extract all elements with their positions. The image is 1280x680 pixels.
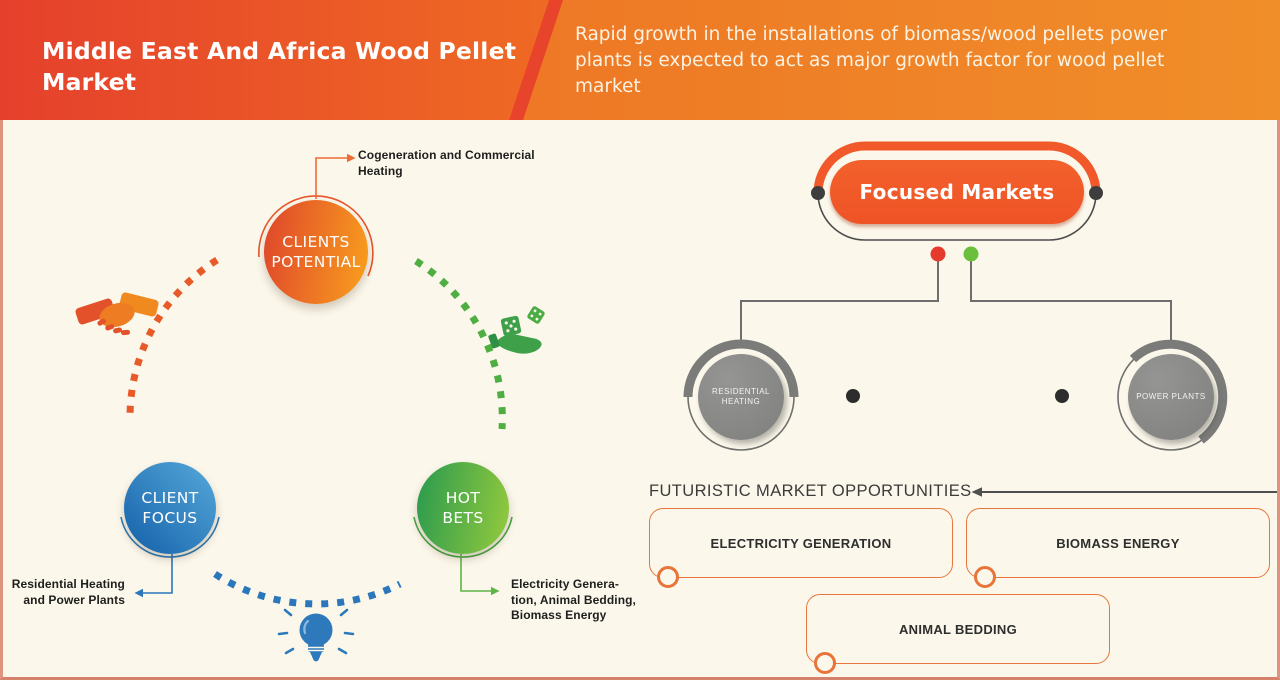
callout-clients-potential: Cogeneration and Commercial Heating bbox=[358, 148, 535, 178]
header-banner: Middle East And Africa Wood Pellet Marke… bbox=[0, 0, 1280, 120]
node-clients-potential: CLIENTS POTENTIAL bbox=[264, 200, 368, 304]
callout-hot-bets: Electricity Genera- tion, Animal Bedding… bbox=[511, 577, 636, 622]
focused-markets-pill: Focused Markets bbox=[830, 160, 1084, 224]
node-client-focus-label: CLIENT FOCUS bbox=[141, 489, 199, 527]
node-residential-heating-label: RESIDENTIAL HEATING bbox=[712, 387, 770, 406]
opportunity-box-animal-bedding: ANIMAL BEDDING bbox=[806, 594, 1110, 664]
node-client-focus: CLIENT FOCUS bbox=[124, 462, 216, 554]
node-hot-bets: HOT BETS bbox=[417, 462, 509, 554]
callout-client-focus: Residential Heating and Power Plants bbox=[11, 577, 125, 607]
focused-markets-title: Focused Markets bbox=[859, 180, 1055, 204]
node-clients-potential-label: CLIENTS POTENTIAL bbox=[271, 233, 361, 271]
node-power-plants: POWER PLANTS bbox=[1128, 354, 1214, 440]
opportunity-corner-ring bbox=[657, 566, 679, 588]
opportunity-corner-ring bbox=[974, 566, 996, 588]
page-title: Middle East And Africa Wood Pellet Marke… bbox=[42, 37, 517, 96]
opportunity-corner-ring bbox=[814, 652, 836, 674]
header-subtitle: Rapid growth in the installations of bio… bbox=[575, 24, 1168, 97]
node-residential-heating: RESIDENTIAL HEATING bbox=[698, 354, 784, 440]
opportunity-label: BIOMASS ENERGY bbox=[1056, 535, 1180, 551]
header-left-panel bbox=[0, 0, 549, 120]
node-hot-bets-label: HOT BETS bbox=[442, 489, 484, 527]
opportunity-box-electricity-generation: ELECTRICITY GENERATION bbox=[649, 508, 953, 578]
opportunity-label: ANIMAL BEDDING bbox=[898, 621, 1018, 637]
node-power-plants-label: POWER PLANTS bbox=[1136, 392, 1206, 401]
opportunity-box-biomass-energy: BIOMASS ENERGY bbox=[966, 508, 1270, 578]
opportunity-label: ELECTRICITY GENERATION bbox=[710, 535, 892, 551]
opportunities-heading: FUTURISTIC MARKET OPPORTUNITIES bbox=[649, 482, 972, 500]
